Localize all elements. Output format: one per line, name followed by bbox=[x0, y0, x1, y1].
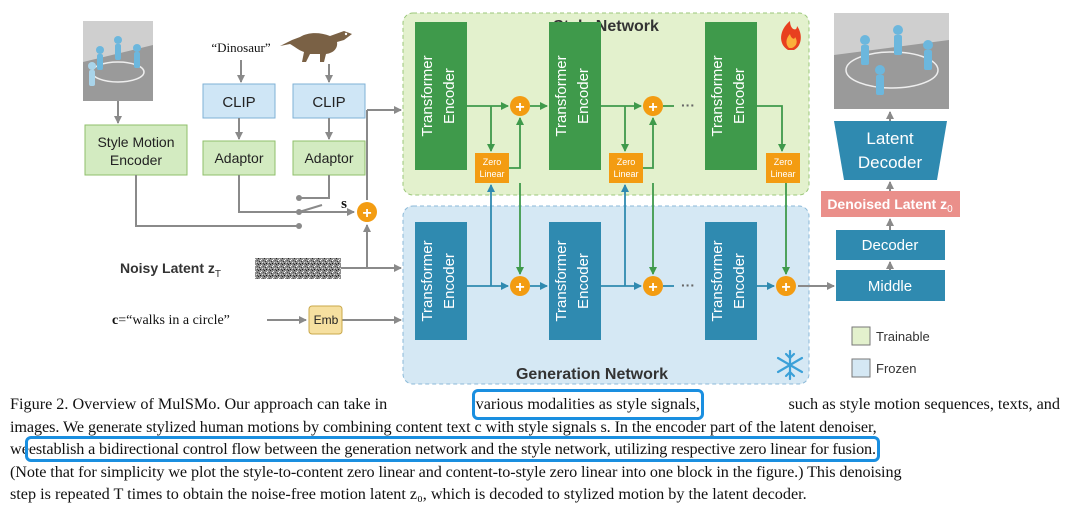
transformer-label: Transformer bbox=[709, 55, 726, 136]
encoder-label: Encoder bbox=[731, 68, 748, 124]
dinosaur-text: “Dinosaur” bbox=[211, 40, 270, 55]
style-motion-encoder-line1: Style Motion bbox=[97, 134, 174, 150]
plus-style-2: + bbox=[643, 96, 663, 116]
svg-text:+: + bbox=[648, 279, 657, 296]
plus-gen-3: + bbox=[776, 276, 796, 296]
latent-decoder-line1: Latent bbox=[866, 129, 914, 148]
latent-decoder-line2: Decoder bbox=[858, 153, 923, 172]
transformer-label: Transformer bbox=[419, 55, 436, 136]
encoder-label: Encoder bbox=[731, 253, 748, 309]
svg-text:+: + bbox=[515, 99, 524, 116]
plus-gen-2: + bbox=[643, 276, 663, 296]
ellipsis-style: ··· bbox=[681, 97, 695, 113]
plus-symbol: + bbox=[362, 205, 371, 222]
switch-lever bbox=[298, 204, 323, 213]
transformer-encoder-blue-2: Transformer Encoder bbox=[549, 222, 601, 340]
svg-text:Zero: Zero bbox=[483, 157, 502, 167]
encoder-label: Encoder bbox=[575, 253, 592, 309]
style-motion-encoder-line2: Encoder bbox=[110, 152, 162, 168]
transformer-encoder-blue-3: Transformer Encoder bbox=[705, 222, 757, 340]
decoder-label: Decoder bbox=[862, 237, 919, 254]
clip-box-text bbox=[202, 83, 276, 119]
legend-trainable-swatch bbox=[851, 326, 871, 346]
zero-to-style-1 bbox=[509, 117, 524, 169]
zero-to-style-2 bbox=[643, 117, 657, 169]
legend-frozen-swatch bbox=[851, 358, 871, 378]
clip-label-text: CLIP bbox=[222, 94, 255, 111]
transformer-encoder-blue-1: Transformer Encoder bbox=[415, 222, 467, 340]
svg-text:+: + bbox=[781, 279, 790, 296]
transformer-label: Transformer bbox=[553, 240, 570, 321]
svg-text:Linear: Linear bbox=[479, 169, 504, 179]
transformer-encoder-green-3: Transformer Encoder bbox=[705, 22, 757, 170]
caption-l3-a: we bbox=[10, 440, 29, 459]
adaptor-label-text: Adaptor bbox=[214, 150, 263, 166]
caption-line-4: (Note that for simplicity we plot the st… bbox=[10, 462, 902, 481]
figure-caption: Figure 2. Overview of MulSMo. Our approa… bbox=[10, 389, 1060, 506]
adaptor-box-image bbox=[292, 140, 366, 176]
svg-text:+: + bbox=[648, 99, 657, 116]
method-overview-figure: Style Network Generation Network “Dinosa… bbox=[83, 12, 960, 385]
denoised-latent-box bbox=[821, 191, 960, 217]
legend-trainable-label: Trainable bbox=[876, 329, 930, 344]
legend-frozen-label: Frozen bbox=[876, 361, 916, 376]
content-text-label: c=“walks in a circle” bbox=[112, 313, 230, 328]
style-motion-image bbox=[83, 21, 153, 101]
caption-l1-b: such as style motion sequences, texts, a… bbox=[788, 395, 1060, 413]
noisy-latent-label: Noisy Latent zT bbox=[120, 260, 221, 280]
middle-label: Middle bbox=[868, 278, 912, 295]
caption-line-3: weestablish a bidirectional control flow… bbox=[10, 436, 1060, 463]
encoder-label: Encoder bbox=[441, 253, 458, 309]
emb-label: Emb bbox=[314, 313, 339, 327]
adaptor-box-text bbox=[202, 140, 276, 176]
svg-text:Linear: Linear bbox=[613, 169, 638, 179]
caption-highlight-2: establish a bidirectional control flow b… bbox=[24, 436, 880, 463]
transformer-encoder-green-1: Transformer Encoder bbox=[415, 22, 467, 170]
stylized-motion-output-image bbox=[834, 13, 949, 109]
svg-text:Linear: Linear bbox=[770, 169, 795, 179]
fusion-plus-input bbox=[357, 202, 377, 222]
decoder-box bbox=[836, 230, 945, 260]
emb-box bbox=[308, 305, 343, 335]
flame-icon bbox=[781, 21, 801, 50]
noisy-latent-image bbox=[255, 258, 341, 279]
transformer-label: Transformer bbox=[709, 240, 726, 321]
transformer-label: Transformer bbox=[553, 55, 570, 136]
encoder-label: Encoder bbox=[575, 68, 592, 124]
dinosaur-image bbox=[280, 31, 352, 62]
style-to-zero-3 bbox=[731, 105, 786, 152]
middle-box bbox=[836, 270, 945, 301]
caption-line-5: step is repeated T times to obtain the n… bbox=[10, 485, 807, 504]
caption-l1-a: Figure 2. Overview of MulSMo. Our approa… bbox=[10, 395, 388, 413]
style-signal-s-label: s bbox=[341, 196, 347, 212]
denoised-latent-label: Denoised Latent z0 bbox=[827, 196, 953, 215]
plus-gen-1: + bbox=[510, 276, 530, 296]
encoder-label: Encoder bbox=[441, 68, 458, 124]
style-motion-encoder-box bbox=[84, 124, 188, 176]
ellipsis-gen: ··· bbox=[681, 277, 695, 293]
adaptor-label-image: Adaptor bbox=[304, 150, 353, 166]
svg-text:+: + bbox=[515, 279, 524, 296]
caption-highlight-1: various modalities as style signals, bbox=[471, 389, 704, 420]
caption-line-1: Figure 2. Overview of MulSMo. Our approa… bbox=[10, 389, 1060, 420]
latent-decoder-box bbox=[834, 121, 947, 180]
plus-style-1: + bbox=[510, 96, 530, 116]
transformer-label: Transformer bbox=[419, 240, 436, 321]
generation-network-title: Generation Network bbox=[516, 366, 668, 383]
transformer-encoder-green-2: Transformer Encoder bbox=[549, 22, 601, 170]
snowflake-icon bbox=[776, 349, 804, 381]
svg-text:Zero: Zero bbox=[617, 157, 636, 167]
clip-label-image: CLIP bbox=[312, 94, 345, 111]
svg-text:Zero: Zero bbox=[774, 157, 793, 167]
caption-line-2: images. We generate stylized human motio… bbox=[10, 417, 877, 436]
clip-box-image bbox=[292, 83, 366, 119]
